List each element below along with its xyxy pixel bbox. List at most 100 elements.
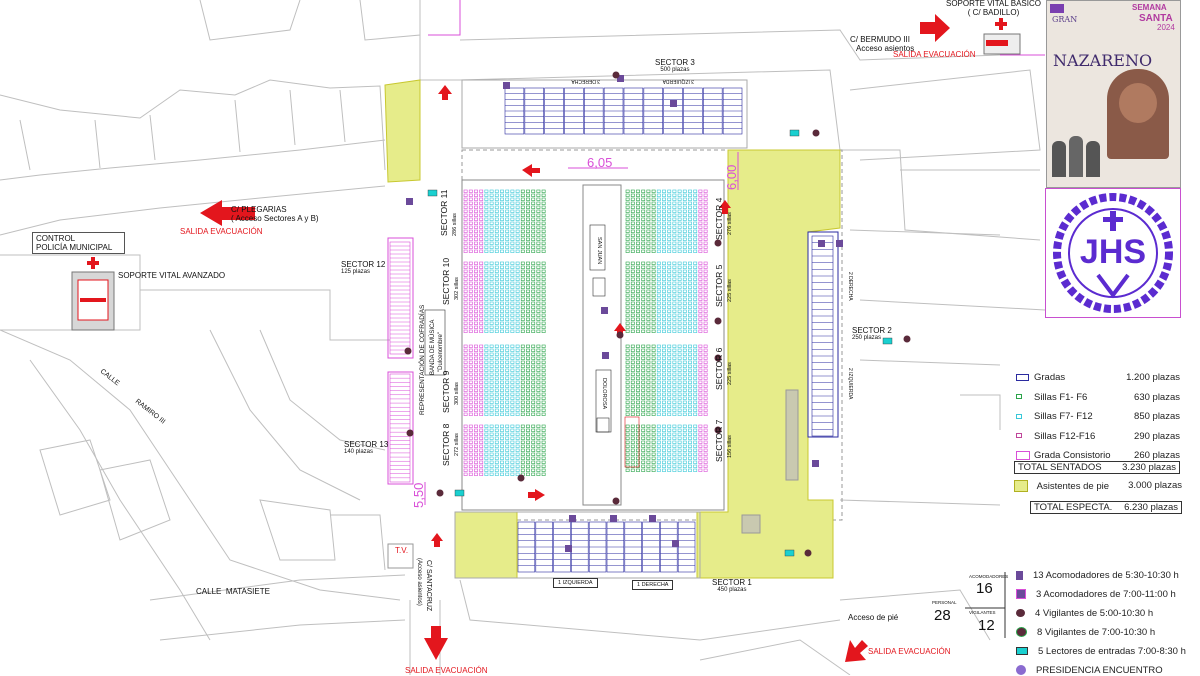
ambulance-icon-left bbox=[71, 271, 115, 331]
chair bbox=[636, 197, 640, 201]
chair bbox=[693, 285, 698, 289]
chair bbox=[641, 313, 646, 317]
chair bbox=[703, 229, 708, 233]
chair bbox=[520, 297, 525, 301]
chair bbox=[474, 229, 478, 233]
chair bbox=[494, 269, 499, 273]
chair bbox=[646, 376, 651, 380]
exit-arrow-bottom-right bbox=[845, 640, 868, 662]
chair bbox=[484, 225, 489, 229]
chair bbox=[515, 348, 520, 352]
chair bbox=[468, 245, 473, 249]
chair bbox=[625, 392, 630, 396]
chair bbox=[474, 452, 478, 456]
chair bbox=[494, 352, 499, 356]
chair bbox=[677, 348, 682, 352]
chair bbox=[505, 321, 510, 325]
chair bbox=[505, 293, 510, 297]
chair bbox=[625, 241, 630, 245]
chair bbox=[515, 201, 520, 205]
chair bbox=[662, 213, 666, 217]
chair bbox=[531, 372, 536, 376]
chair bbox=[484, 384, 489, 388]
chair bbox=[698, 205, 703, 209]
chair bbox=[505, 440, 510, 444]
chair bbox=[682, 309, 687, 313]
chair bbox=[520, 360, 525, 364]
chair bbox=[520, 269, 525, 273]
chair bbox=[651, 321, 656, 325]
chair bbox=[677, 217, 682, 221]
chair bbox=[656, 221, 661, 225]
chair bbox=[636, 309, 640, 313]
chair bbox=[641, 225, 646, 229]
chair bbox=[515, 448, 520, 452]
chair bbox=[625, 356, 630, 360]
chair bbox=[536, 380, 541, 384]
chair bbox=[531, 201, 536, 205]
chair bbox=[630, 245, 635, 249]
chair bbox=[531, 277, 536, 281]
chair bbox=[625, 261, 630, 265]
chair bbox=[688, 273, 692, 277]
chair bbox=[625, 225, 630, 229]
chair bbox=[672, 205, 677, 209]
chair bbox=[641, 221, 646, 225]
chair bbox=[641, 217, 646, 221]
chair bbox=[505, 408, 510, 412]
chair bbox=[630, 293, 635, 297]
chair bbox=[463, 376, 468, 380]
chair bbox=[662, 356, 666, 360]
chair bbox=[541, 249, 546, 253]
chair bbox=[682, 225, 687, 229]
chair bbox=[505, 424, 510, 428]
poster-nazarene bbox=[1052, 141, 1066, 177]
chair bbox=[646, 193, 651, 197]
chair bbox=[515, 289, 520, 293]
chair bbox=[505, 205, 510, 209]
chair bbox=[625, 265, 630, 269]
chair bbox=[515, 321, 520, 325]
chair bbox=[500, 368, 504, 372]
chair bbox=[536, 325, 541, 329]
chair bbox=[531, 261, 536, 265]
chair bbox=[641, 233, 646, 237]
chair bbox=[474, 456, 478, 460]
chair bbox=[677, 392, 682, 396]
chair bbox=[474, 301, 478, 305]
chair bbox=[641, 285, 646, 289]
derecha-1-tag: 1 DERECHA bbox=[632, 580, 674, 590]
chair bbox=[646, 293, 651, 297]
chair bbox=[541, 372, 546, 376]
chair bbox=[489, 237, 494, 241]
chair bbox=[536, 360, 541, 364]
chair bbox=[505, 404, 510, 408]
chair bbox=[656, 408, 661, 412]
chair bbox=[667, 213, 672, 217]
chair bbox=[479, 404, 484, 408]
chair bbox=[541, 424, 546, 428]
chair bbox=[630, 265, 635, 269]
chair bbox=[541, 440, 546, 444]
chair bbox=[536, 352, 541, 356]
chair bbox=[688, 404, 692, 408]
chair bbox=[703, 209, 708, 213]
chair bbox=[703, 221, 708, 225]
chair bbox=[484, 313, 489, 317]
chair bbox=[515, 313, 520, 317]
chair bbox=[651, 392, 656, 396]
chair bbox=[505, 472, 510, 476]
chair bbox=[662, 269, 666, 273]
chair bbox=[520, 344, 525, 348]
chair bbox=[515, 305, 520, 309]
chair bbox=[463, 348, 468, 352]
chair bbox=[625, 305, 630, 309]
chair bbox=[541, 233, 546, 237]
poster-top-left: GRAN bbox=[1052, 15, 1078, 24]
chair bbox=[630, 205, 635, 209]
chair bbox=[636, 209, 640, 213]
chair bbox=[474, 400, 478, 404]
chair bbox=[693, 329, 698, 333]
chair bbox=[468, 217, 473, 221]
chair bbox=[536, 452, 541, 456]
